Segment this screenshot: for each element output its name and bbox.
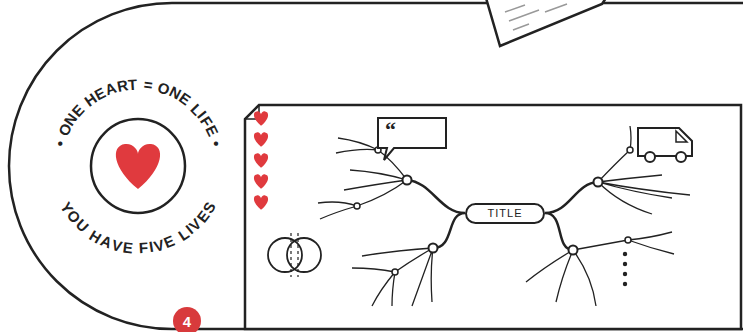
title-pill: TITLE (465, 203, 545, 224)
badge-letter: = (143, 77, 154, 93)
badge-ring (91, 119, 185, 213)
life-heart (254, 195, 268, 209)
mindmap-subnode (392, 269, 398, 275)
venn-circle (268, 238, 302, 272)
badge-letter (133, 240, 138, 255)
badge-letter: • (51, 139, 67, 148)
speech-bubble (378, 118, 446, 160)
ellipsis-dot (623, 262, 627, 266)
badge-letter: E (122, 239, 134, 255)
badge-text: YOU HAVE FIVE LIVES (36, 64, 240, 268)
venn-dashes (291, 233, 298, 277)
mindmap-main-branches (407, 180, 598, 250)
badge-letter (138, 76, 143, 91)
life-heart (254, 153, 268, 167)
mindmap-subnode (354, 203, 360, 209)
mindmap-node (429, 244, 438, 253)
ellipsis-dot (623, 252, 627, 256)
callout-number: 4 (173, 307, 201, 332)
node-text: TITLE (481, 207, 529, 220)
badge-letter: F (138, 240, 148, 256)
mindmap-node (594, 178, 603, 187)
van-window (676, 131, 687, 142)
life-heart (254, 174, 268, 188)
node-text: 4 (183, 314, 191, 329)
badge-letter: • (209, 139, 225, 148)
van-wheel (645, 152, 655, 162)
venn-circle (287, 238, 321, 272)
track-outline (9, 3, 743, 329)
mindmap-subnode (625, 237, 631, 243)
badge-text: • ONE HEART = ONE LIFE • (36, 64, 240, 268)
badge-letter: R (115, 77, 129, 94)
life-heart (254, 111, 268, 125)
mindmap-node (403, 176, 412, 185)
mindmap-twigs (318, 126, 690, 306)
life-heart (254, 132, 268, 146)
badge-heart (116, 144, 160, 189)
van-wheel (676, 152, 686, 162)
mindmap-subnode (627, 147, 633, 153)
banner-scribbles (505, 4, 567, 30)
ellipsis-dot (623, 272, 627, 276)
quote-mark: “ (385, 119, 396, 141)
banner-paper (486, 0, 606, 46)
ellipsis-dot (623, 282, 627, 286)
mindmap-node (569, 246, 578, 255)
badge-letter: T (128, 76, 138, 92)
panel (245, 105, 741, 329)
